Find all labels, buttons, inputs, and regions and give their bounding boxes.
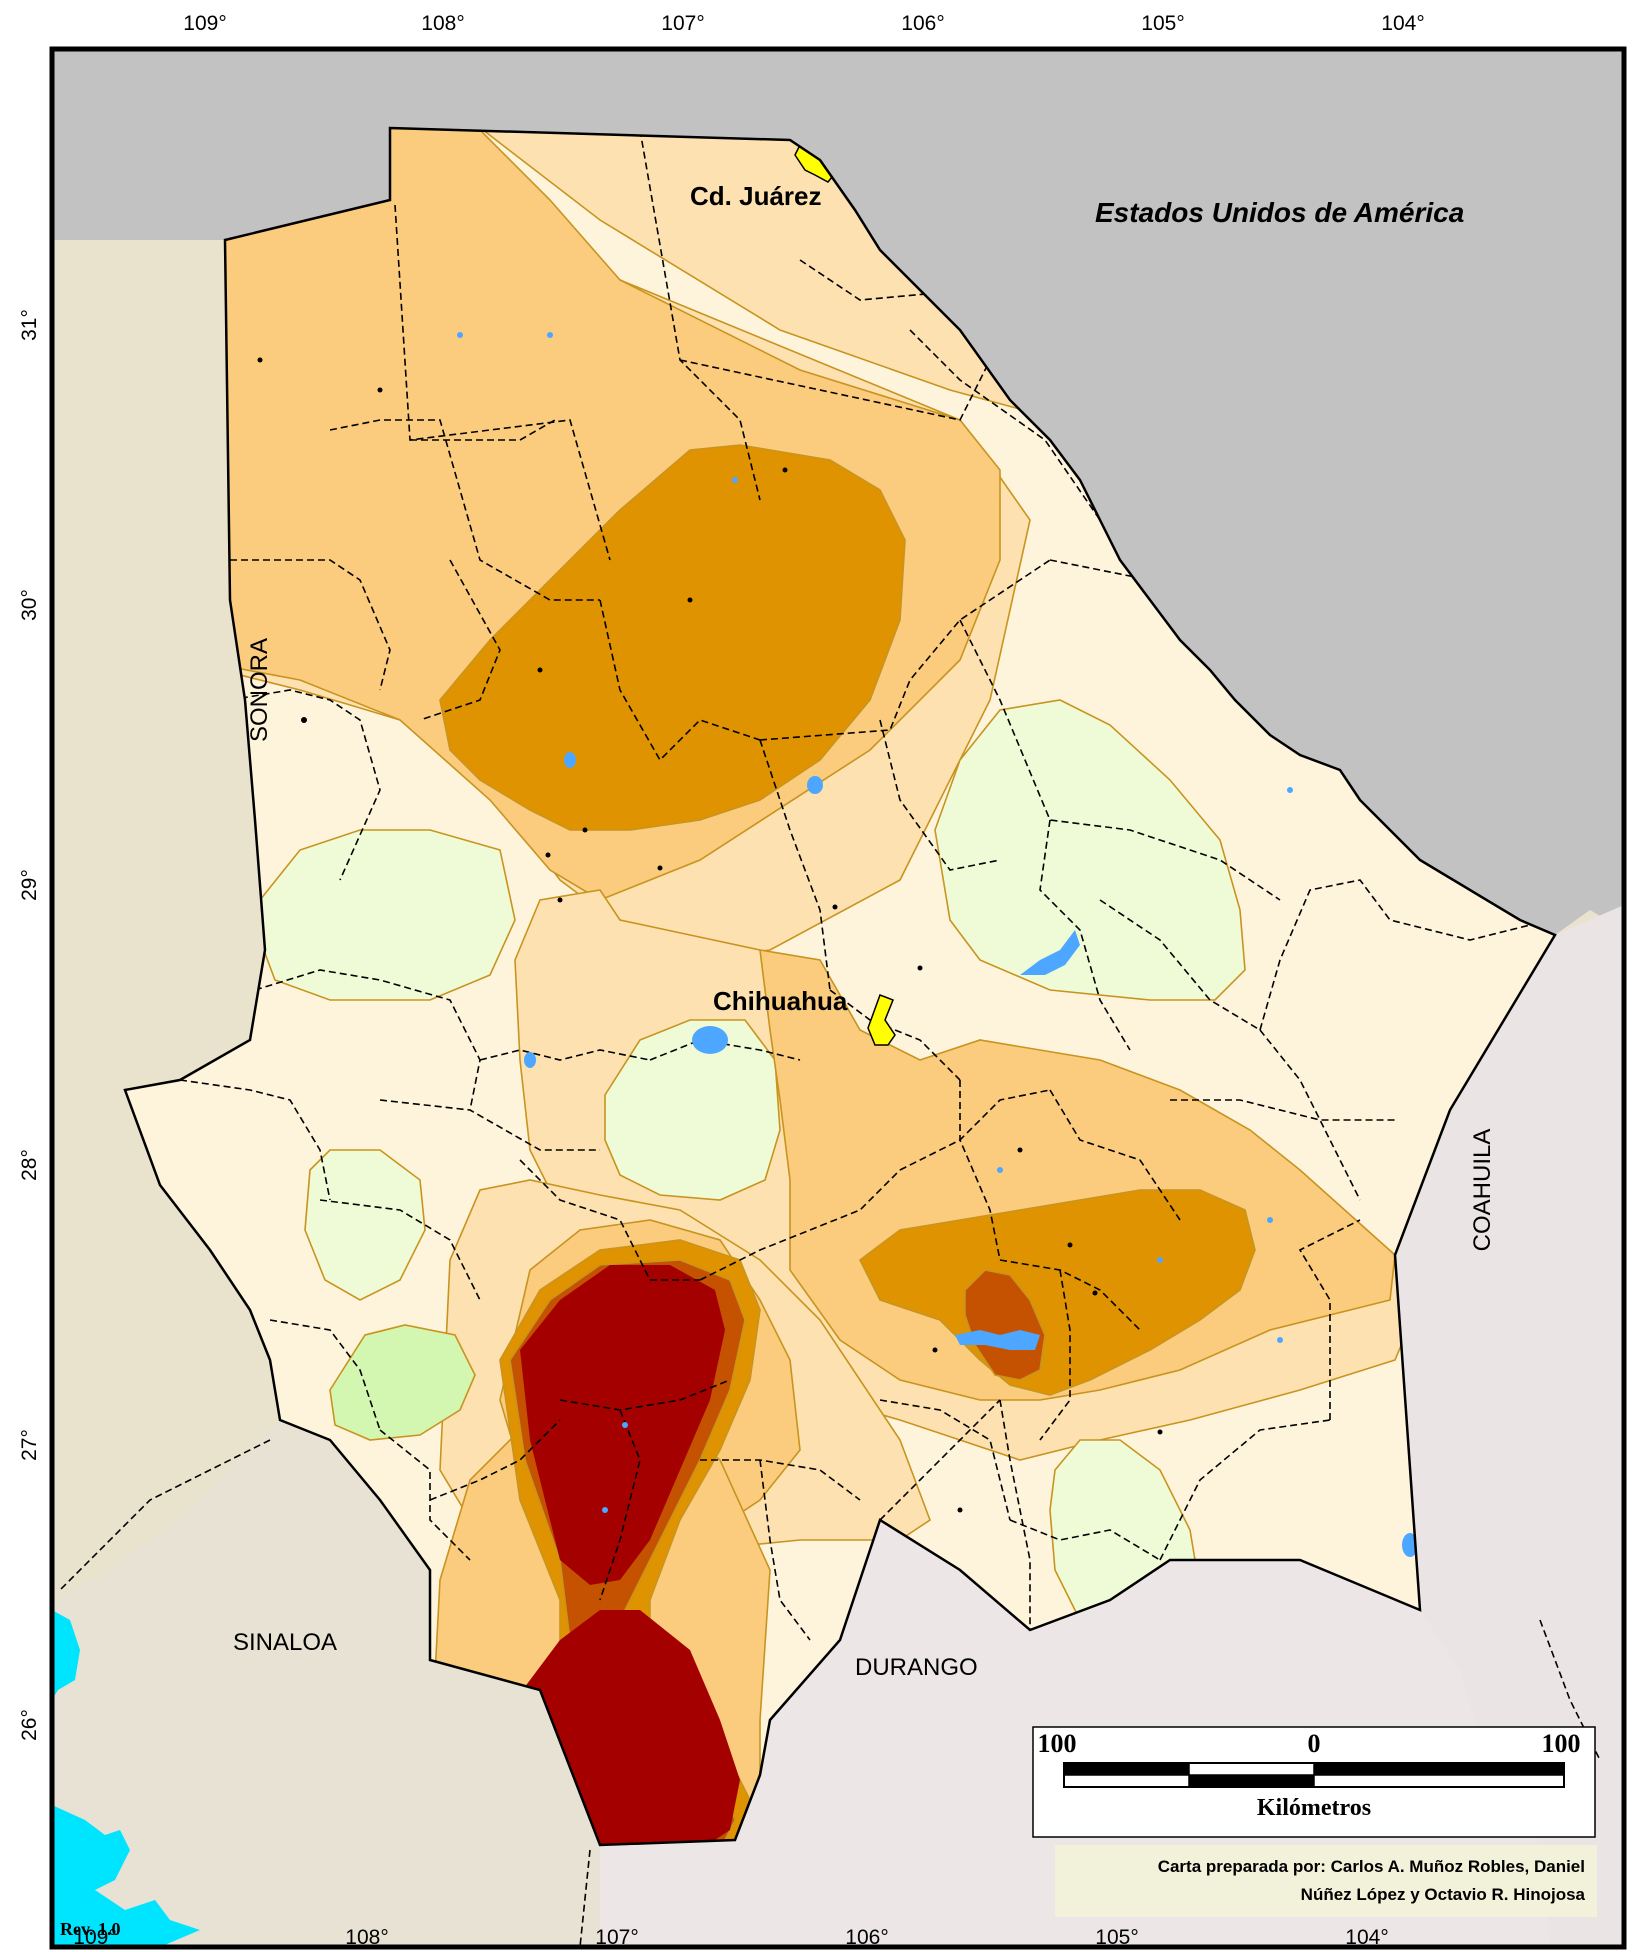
state-label-sinaloa: SINALOA bbox=[233, 1629, 337, 1656]
lat-label: 30° bbox=[18, 589, 41, 621]
localities bbox=[257, 357, 1163, 1513]
lon-label-top: 105° bbox=[1141, 12, 1184, 35]
coahuila-region bbox=[1395, 905, 1624, 1947]
lon-label-top: 107° bbox=[661, 12, 704, 35]
credit-line-1: Carta preparada por: Carlos A. Muñoz Rob… bbox=[1158, 1857, 1585, 1876]
scale-label-right: 100 bbox=[1542, 1729, 1581, 1758]
lat-label: 27° bbox=[18, 1429, 41, 1461]
lat-label: 31° bbox=[18, 309, 41, 341]
country-label-usa: Estados Unidos de América bbox=[1095, 197, 1464, 228]
lon-label-bottom: 105° bbox=[1095, 1926, 1138, 1949]
credit-box: Carta preparada por: Carlos A. Muñoz Rob… bbox=[1055, 1845, 1597, 1917]
lon-label-top: 104° bbox=[1381, 12, 1424, 35]
scale-label-left: 100 bbox=[1038, 1729, 1077, 1758]
sea bbox=[52, 1805, 200, 1947]
usa-region bbox=[52, 49, 1624, 935]
sinaloa-region bbox=[52, 1420, 600, 1947]
municipality-boundaries bbox=[179, 129, 1531, 1641]
lon-label-bottom: 109° bbox=[73, 1926, 116, 1949]
scale-bar: 100 0 100 Kilómetros bbox=[1032, 1726, 1596, 1838]
state-label-sonora: SONORA bbox=[246, 638, 273, 742]
lon-label-bottom: 104° bbox=[1345, 1926, 1388, 1949]
bottom-longitude-labels: 109° 108° 107° 106° 105° 104° bbox=[73, 1926, 1388, 1949]
scale-label-center: 0 bbox=[1308, 1729, 1321, 1758]
lon-label-bottom: 108° bbox=[345, 1926, 388, 1949]
lon-label-bottom: 107° bbox=[595, 1926, 638, 1949]
lon-label-bottom: 106° bbox=[845, 1926, 888, 1949]
lon-label-top: 106° bbox=[901, 12, 944, 35]
lon-label-top: 109° bbox=[183, 12, 226, 35]
map-frame bbox=[49, 46, 1627, 1950]
scale-unit-label: Kilómetros bbox=[1257, 1795, 1371, 1821]
chihuahua-city bbox=[867, 994, 896, 1046]
city-label-chihuahua: Chihuahua bbox=[713, 986, 848, 1016]
credit-line-2: Núñez López y Octavio R. Hinojosa bbox=[1301, 1885, 1586, 1904]
state-label-coahuila: COAHUILA bbox=[1469, 1129, 1496, 1252]
city-label-juarez: Cd. Juárez bbox=[690, 181, 822, 211]
chihuahua-state-outline bbox=[123, 126, 1557, 1847]
latitude-labels: 31° 30° 29° 28° 27° 26° bbox=[18, 309, 41, 1741]
lat-label: 29° bbox=[18, 869, 41, 901]
revision-label: Rev. 1.0 bbox=[60, 1919, 121, 1939]
top-longitude-labels: 109° 108° 107° 106° 105° 104° bbox=[183, 12, 1424, 35]
lat-label: 28° bbox=[18, 1149, 41, 1181]
lon-label-top: 108° bbox=[421, 12, 464, 35]
sea bbox=[52, 1610, 80, 1700]
lat-label: 26° bbox=[18, 1709, 41, 1741]
state-label-durango: DURANGO bbox=[855, 1654, 978, 1681]
